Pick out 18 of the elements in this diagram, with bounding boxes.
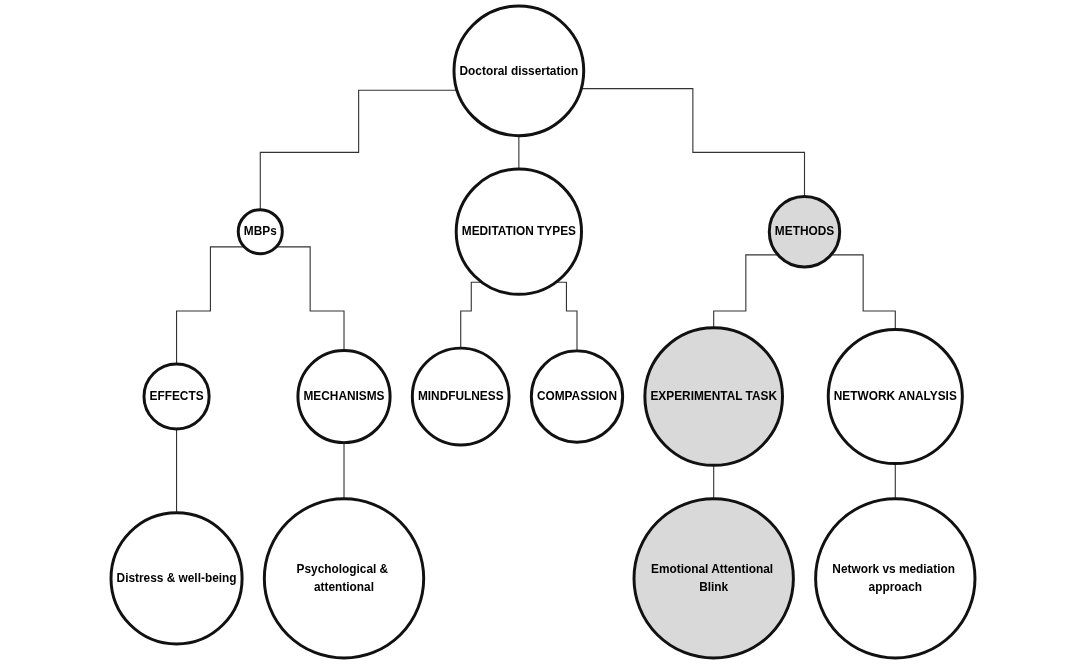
connector xyxy=(275,246,345,351)
node-circle: EXPERIMENTAL TASK xyxy=(643,326,784,467)
node-circle: METHODS xyxy=(767,195,842,269)
node-circle: EFFECTS xyxy=(142,362,211,431)
node-circle: Psychological & attentional xyxy=(262,497,426,660)
node-circle: MBPs xyxy=(236,208,284,256)
node-circle: Doctoral dissertation xyxy=(452,4,586,138)
node-circle: MECHANISMS xyxy=(296,348,392,445)
node-circle: COMPASSION xyxy=(529,349,625,444)
connector xyxy=(176,246,245,365)
node-circle: MEDITATION TYPES xyxy=(454,167,583,296)
node-circle: Emotional Attentional Blink xyxy=(632,497,795,660)
node-circle: MINDFULNESS xyxy=(410,346,511,447)
node-circle: Distress & well-being xyxy=(109,511,244,646)
connector xyxy=(176,428,178,514)
connector xyxy=(518,135,520,170)
node-circle: Network vs mediation approach xyxy=(814,497,977,660)
node-circle: NETWORK ANALYSIS xyxy=(826,328,964,466)
